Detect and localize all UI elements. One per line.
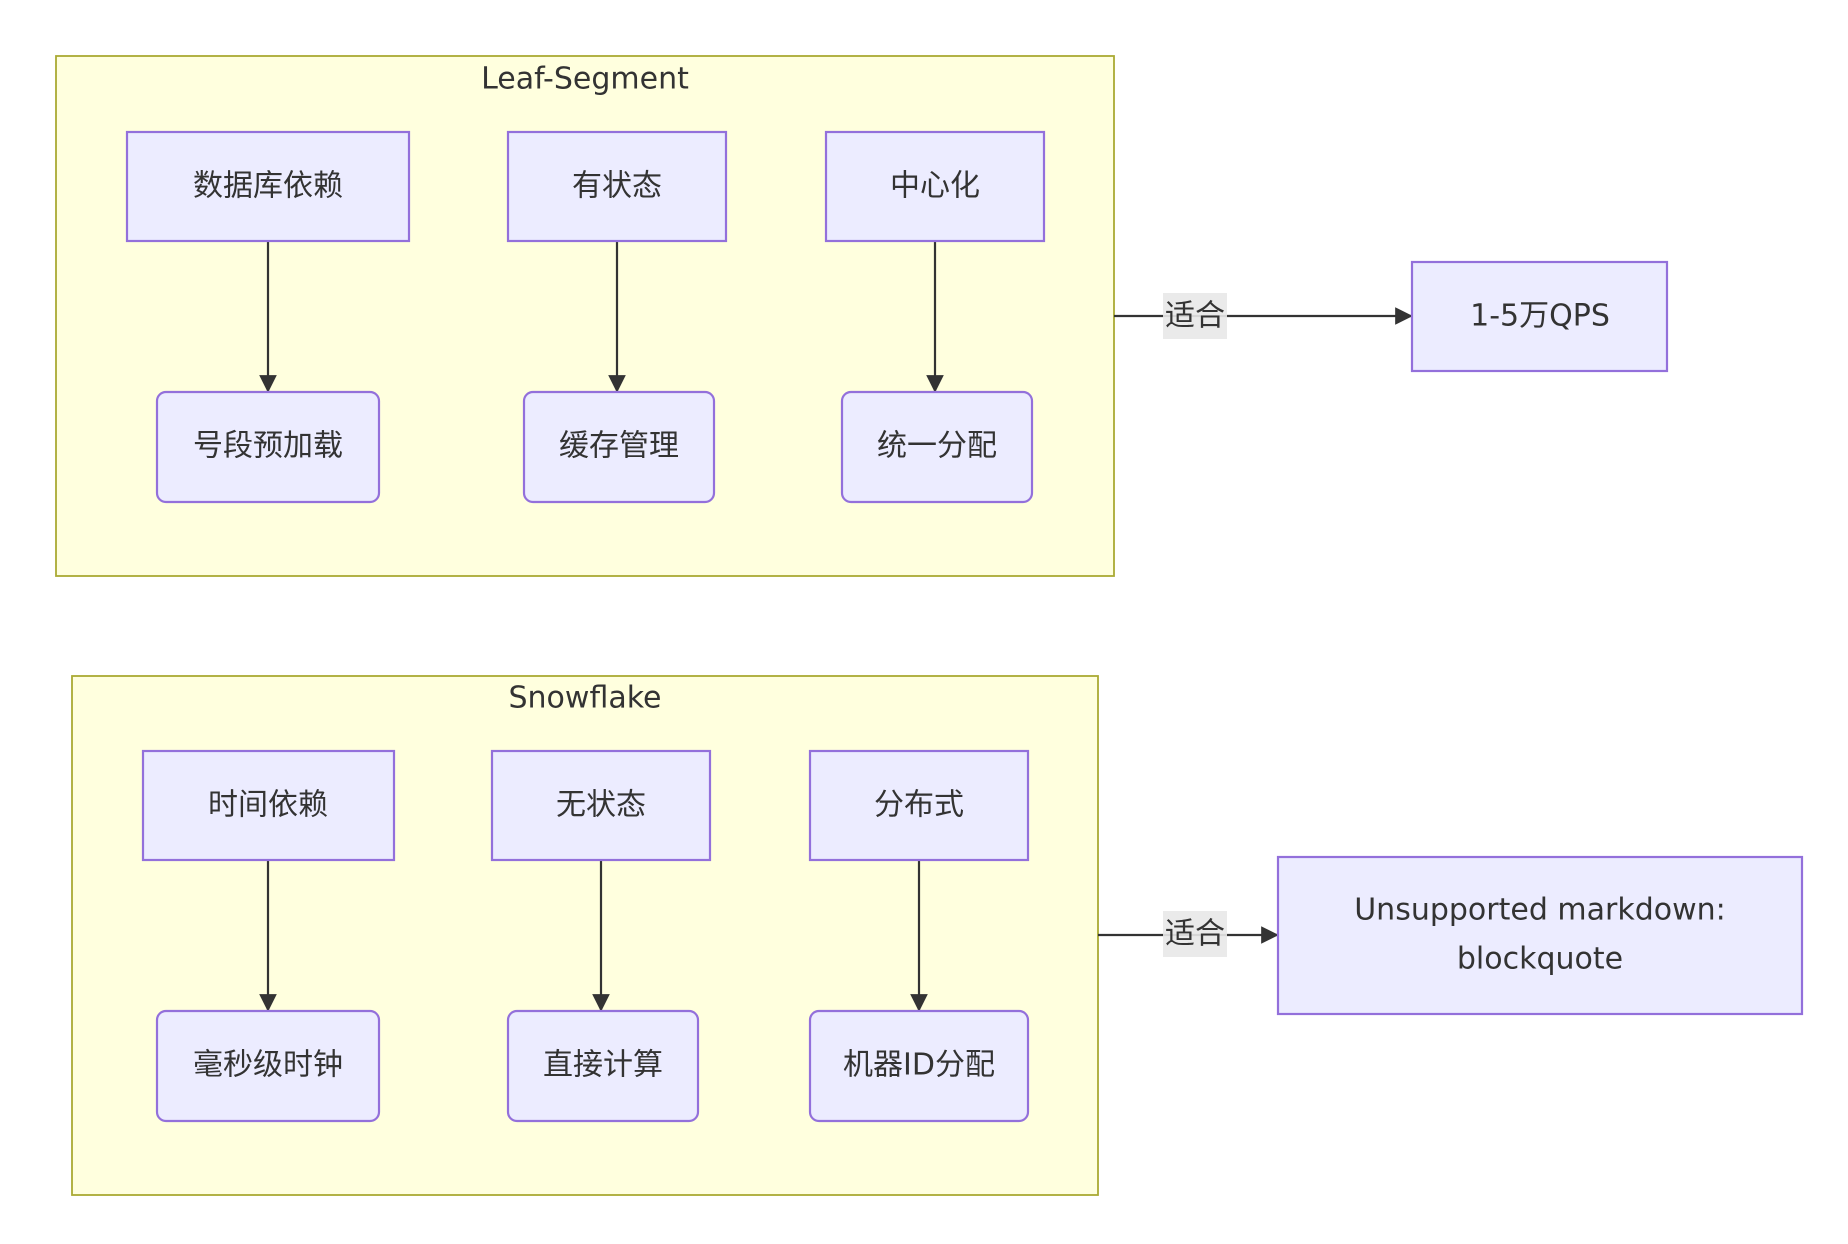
node-millisecond-clock-label: 毫秒级时钟 [193,1048,343,1083]
node-direct-compute-box [506,1009,700,1123]
node-centralized-box [824,130,1046,243]
node-unsupported-markdown-box [1276,855,1804,1016]
edge-label-snow-suits-bg [1163,911,1227,957]
node-unified-allocation[interactable]: 统一分配 [840,390,1034,504]
node-cache-management-label: 缓存管理 [559,429,679,464]
node-time-dependency[interactable]: 时间依赖 [141,749,396,862]
node-distributed[interactable]: 分布式 [808,749,1030,862]
node-distributed-box [808,749,1030,862]
node-millisecond-clock[interactable]: 毫秒级时钟 [155,1009,381,1123]
node-qps-range-box [1410,260,1669,373]
node-direct-compute[interactable]: 直接计算 [506,1009,700,1123]
node-unsupported-markdown-line2: blockquote [1457,942,1623,977]
node-unified-allocation-label: 统一分配 [877,429,997,464]
node-segment-preload-label: 号段预加载 [193,429,343,464]
node-stateless-box [490,749,712,862]
node-centralized-label: 中心化 [890,169,980,204]
node-stateful-label: 有状态 [572,169,662,204]
edge-label-leaf-suits-bg [1163,293,1227,339]
node-qps-range[interactable]: 1-5万QPS [1410,260,1669,373]
node-time-dependency-box [141,749,396,862]
node-millisecond-clock-box [155,1009,381,1123]
node-machine-id-allocation-label: 机器ID分配 [843,1048,995,1083]
node-db-dependency[interactable]: 数据库依赖 [125,130,411,243]
node-unsupported-markdown-line1: Unsupported markdown: [1354,893,1726,928]
node-qps-range-label: 1-5万QPS [1470,299,1610,334]
node-unsupported-markdown[interactable]: Unsupported markdown: blockquote [1276,855,1804,1016]
node-cache-management[interactable]: 缓存管理 [522,390,716,504]
node-distributed-label: 分布式 [874,788,964,823]
node-machine-id-allocation-box [808,1009,1030,1123]
node-cache-management-box [522,390,716,504]
node-centralized[interactable]: 中心化 [824,130,1046,243]
edge-label-leaf-suits-text: 适合 [1165,299,1225,334]
node-unified-allocation-box [840,390,1034,504]
edge-label-snow-suits-text: 适合 [1165,917,1225,952]
node-stateful-box [506,130,728,243]
node-machine-id-allocation[interactable]: 机器ID分配 [808,1009,1030,1123]
node-db-dependency-label: 数据库依赖 [193,169,343,204]
cluster-snowflake-title: Snowflake [509,681,662,716]
node-stateless-label: 无状态 [556,788,646,823]
node-stateless[interactable]: 无状态 [490,749,712,862]
edges [259,241,1413,1012]
node-segment-preload-box [155,390,381,504]
node-time-dependency-label: 时间依赖 [208,788,328,823]
edge-label-snow-suits: 适合 [1163,911,1227,957]
edge-label-leaf-suits: 适合 [1163,293,1227,339]
node-segment-preload[interactable]: 号段预加载 [155,390,381,504]
cluster-leaf-segment-title: Leaf-Segment [481,62,689,97]
node-stateful[interactable]: 有状态 [506,130,728,243]
node-direct-compute-label: 直接计算 [543,1048,663,1083]
node-db-dependency-box [125,130,411,243]
